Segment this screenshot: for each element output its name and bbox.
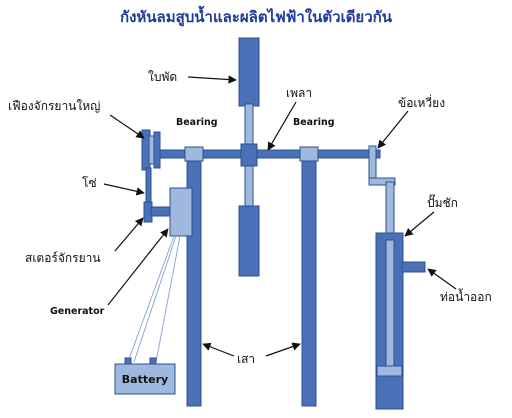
pump-piston [376, 365, 403, 377]
blade-label: ใบพัด [148, 70, 177, 84]
post-label: เสา [237, 352, 255, 366]
diagram-title: กังหันลมสูบน้ำและผลิตไฟฟ้าในตัวเดียวกัน [120, 5, 393, 27]
bicycle-sprocket-label: สเตอร์จักรยาน [25, 251, 101, 265]
chain-link [145, 167, 152, 205]
generator-arrow [107, 228, 169, 306]
wire-1 [127, 235, 175, 363]
post-arrow-left [202, 342, 235, 357]
crank-arrow [377, 110, 409, 149]
large-sprocket-label: เฟืองจักรยานใหญ่ [8, 99, 100, 113]
bearing-left-block [184, 146, 204, 162]
chain-arrow [103, 183, 145, 196]
blade-top [238, 37, 260, 107]
blade-hub [240, 143, 258, 167]
crank-arm [368, 177, 396, 186]
wire-2 [155, 235, 181, 363]
outlet-pipe-arrow [427, 268, 457, 290]
bicycle-sprocket-arrow [114, 217, 144, 252]
blade-arrow [187, 75, 237, 84]
chain-label: โซ่ [82, 176, 97, 190]
pump-label: ปั๊มชัก [427, 194, 458, 210]
generator-box [169, 187, 193, 237]
shaft-arrow [267, 101, 297, 151]
pump-inner-rod [385, 239, 395, 371]
bearing-right-label: Bearing [293, 117, 335, 128]
bearing-right-block [299, 146, 319, 162]
bearing-left-label: Bearing [176, 117, 218, 128]
battery-box [114, 363, 176, 395]
large-sprocket-back [153, 131, 161, 169]
battery-label: Battery [122, 373, 168, 386]
shaft-label: เพลา [286, 86, 312, 100]
small-sprocket-shaft [150, 206, 172, 217]
large-sprocket-arrow [109, 114, 145, 139]
post-arrow-right [265, 342, 301, 357]
right-post [301, 155, 317, 407]
pump-arrow [404, 211, 435, 237]
generator-label: Generator [50, 306, 105, 317]
crank-label: ข้อเหวี่ยง [398, 94, 445, 110]
outlet-pipe-label: ท่อน้ำออก [440, 288, 492, 304]
wire-3 [133, 235, 177, 363]
blade-bottom [238, 205, 260, 277]
outlet-pipe [401, 261, 426, 273]
